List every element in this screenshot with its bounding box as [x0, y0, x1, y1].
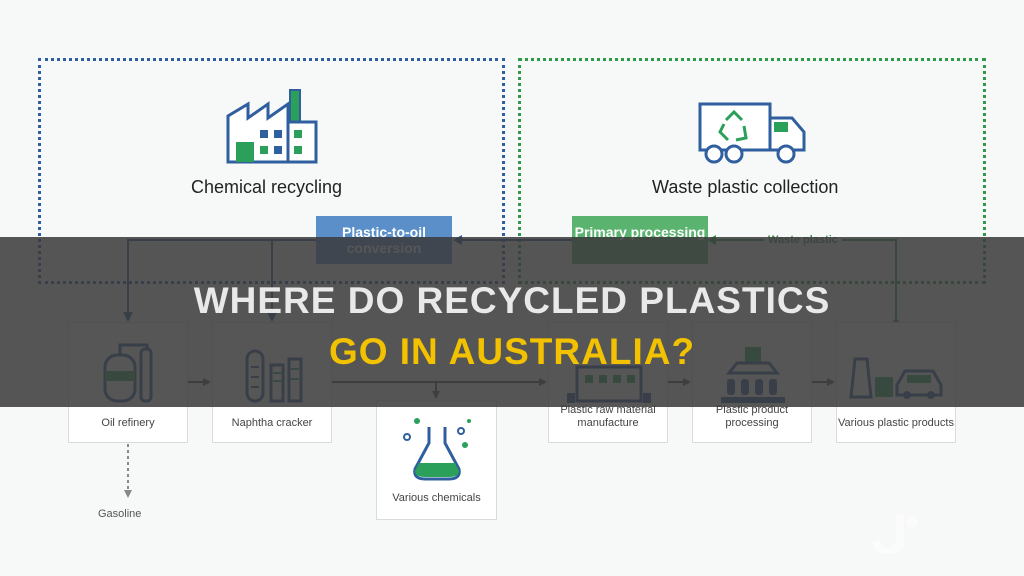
waste-plastic-collection-label: Waste plastic collection	[652, 177, 839, 197]
product-processing-label: Plastic product processing	[715, 404, 789, 429]
chemical-recycling-label: Chemical recycling	[191, 177, 343, 197]
naphtha-cracker-label: Naphtha cracker	[231, 417, 313, 429]
factory-icon	[226, 89, 318, 164]
flask-icon	[403, 418, 471, 481]
headline-banner	[0, 237, 1024, 407]
watermark-logo-icon	[872, 514, 918, 554]
various-products-label: Various plastic products	[838, 417, 954, 429]
headline-line-1: WHERE DO RECYCLED PLASTICS	[193, 280, 831, 321]
raw-material-label: Plastic raw material manufacture	[560, 404, 656, 429]
oil-refinery-label: Oil refinery	[101, 417, 155, 429]
gasoline-label: Gasoline	[98, 508, 142, 520]
recycling-truck-icon	[698, 102, 806, 164]
various-chemicals-label: Various chemicals	[392, 492, 481, 504]
various-chemicals-card: Various chemicals	[376, 400, 497, 520]
headline-line-2: GO IN AUSTRALIA?	[328, 331, 696, 372]
